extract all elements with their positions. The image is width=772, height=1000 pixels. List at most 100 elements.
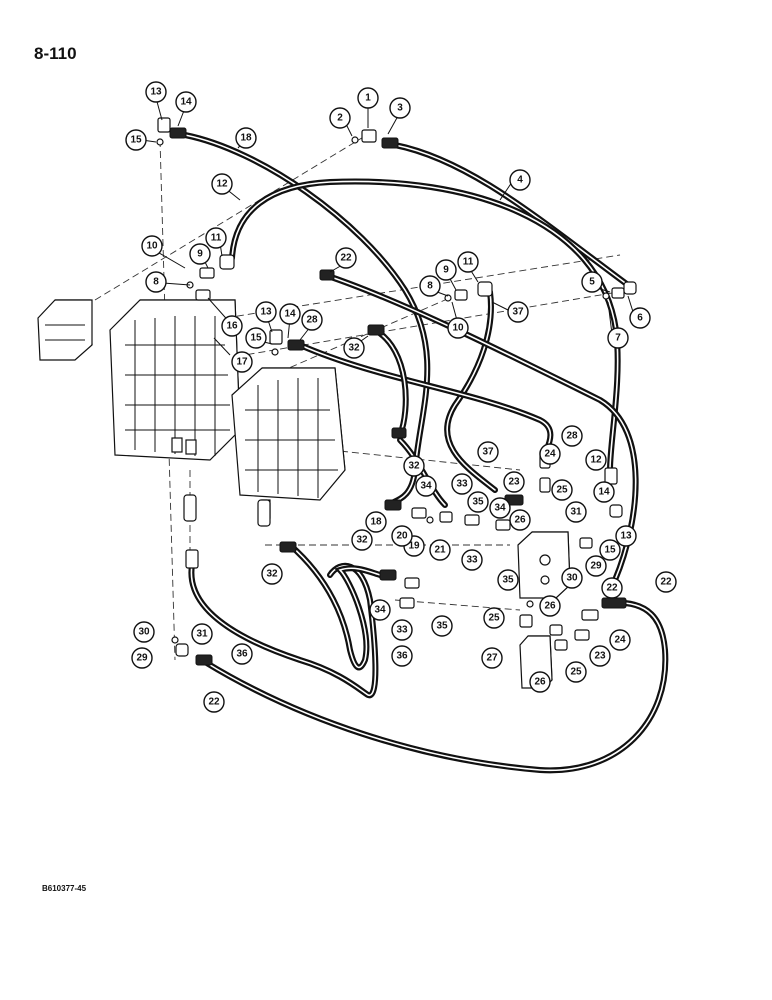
callout-label: 35	[436, 621, 448, 632]
callout-label: 15	[604, 545, 616, 556]
callout-33: 33	[391, 619, 413, 641]
callout-label: 19	[408, 541, 420, 552]
callout-circle	[389, 97, 411, 119]
callout-label: 32	[356, 535, 368, 546]
callout-circle	[489, 497, 511, 519]
callout-circle	[481, 647, 503, 669]
callout-label: 21	[434, 545, 446, 556]
callout-label: 14	[598, 487, 610, 498]
callout-5: 5	[581, 271, 603, 293]
callout-circle	[203, 691, 225, 713]
callout-8: 8	[419, 275, 441, 297]
callout-circle	[231, 643, 253, 665]
callout-circle	[585, 449, 607, 471]
callout-37: 37	[477, 441, 499, 463]
callout-16: 16	[221, 315, 243, 337]
callout-18: 18	[365, 511, 387, 533]
callout-label: 9	[197, 249, 203, 260]
callout-label: 28	[306, 315, 318, 326]
callout-label: 30	[138, 627, 150, 638]
callout-circle	[211, 173, 233, 195]
callout-3: 3	[389, 97, 411, 119]
callout-22: 22	[203, 691, 225, 713]
callout-label: 5	[589, 277, 595, 288]
callout-label: 22	[660, 577, 672, 588]
callout-label: 25	[556, 485, 568, 496]
page-number: 8-110	[34, 44, 77, 63]
callout-8: 8	[145, 271, 167, 293]
callout-circle	[589, 645, 611, 667]
callout-circle	[231, 351, 253, 373]
callout-34: 34	[415, 475, 437, 497]
callout-label: 26	[544, 601, 556, 612]
callout-circle	[561, 425, 583, 447]
callout-circle	[351, 529, 373, 551]
callout-label: 36	[396, 651, 408, 662]
callout-label: 33	[456, 479, 468, 490]
callout-circle	[601, 577, 623, 599]
callout-circle	[189, 243, 211, 265]
callout-label: 35	[472, 497, 484, 508]
callout-circle	[357, 87, 379, 109]
callout-label: 36	[236, 649, 248, 660]
callout-label: 35	[502, 575, 514, 586]
callout-label: 23	[594, 651, 606, 662]
callout-circle	[509, 509, 531, 531]
callout-32: 32	[351, 529, 373, 551]
callout-circle	[561, 567, 583, 589]
callout-circle	[329, 107, 351, 129]
callout-label: 12	[216, 179, 228, 190]
callout-label: 9	[443, 265, 449, 276]
fittings	[156, 117, 637, 666]
callout-26: 26	[509, 509, 531, 531]
callout-label: 3	[397, 103, 403, 114]
callout-circle	[125, 129, 147, 151]
callout-label: 32	[408, 461, 420, 472]
callout-30: 30	[561, 567, 583, 589]
callout-label: 34	[494, 503, 506, 514]
callout-label: 34	[420, 481, 432, 492]
callout-label: 37	[512, 307, 524, 318]
callout-37: 37	[507, 301, 529, 323]
callout-30: 30	[133, 621, 155, 643]
callout-label: 17	[236, 357, 248, 368]
callout-24: 24	[539, 443, 561, 465]
callout-label: 27	[486, 653, 498, 664]
callout-label: 11	[211, 233, 222, 244]
callout-circle	[539, 443, 561, 465]
callout-circle	[467, 491, 489, 513]
callout-12: 12	[585, 449, 607, 471]
callout-label: 22	[606, 583, 618, 594]
callout-13: 13	[615, 525, 637, 547]
callout-label: 8	[153, 277, 159, 288]
callout-circle	[369, 599, 391, 621]
callout-circle	[191, 623, 213, 645]
callout-label: 28	[566, 431, 578, 442]
callout-9: 9	[189, 243, 211, 265]
callout-circle	[497, 569, 519, 591]
callout-32: 32	[403, 455, 425, 477]
callout-label: 23	[508, 477, 520, 488]
callout-circle	[529, 671, 551, 693]
callout-label: 31	[570, 507, 582, 518]
callout-circle	[365, 511, 387, 533]
callout-circle	[245, 327, 267, 349]
callout-circle	[609, 629, 631, 651]
callout-circle	[145, 271, 167, 293]
callout-label: 4	[517, 175, 523, 186]
callout-label: 25	[488, 613, 500, 624]
callout-circle	[447, 317, 469, 339]
callout-label: 24	[544, 449, 556, 460]
callout-label: 24	[614, 635, 626, 646]
callout-circle	[483, 607, 505, 629]
callout-36: 36	[231, 643, 253, 665]
callout-35: 35	[431, 615, 453, 637]
callout-circle	[655, 571, 677, 593]
callout-13: 13	[255, 301, 277, 323]
callout-28: 28	[301, 309, 323, 331]
callout-circle	[131, 647, 153, 669]
callout-label: 37	[482, 447, 494, 458]
callout-label: 7	[615, 333, 621, 344]
callout-circle	[255, 301, 277, 323]
callout-label: 31	[196, 629, 208, 640]
